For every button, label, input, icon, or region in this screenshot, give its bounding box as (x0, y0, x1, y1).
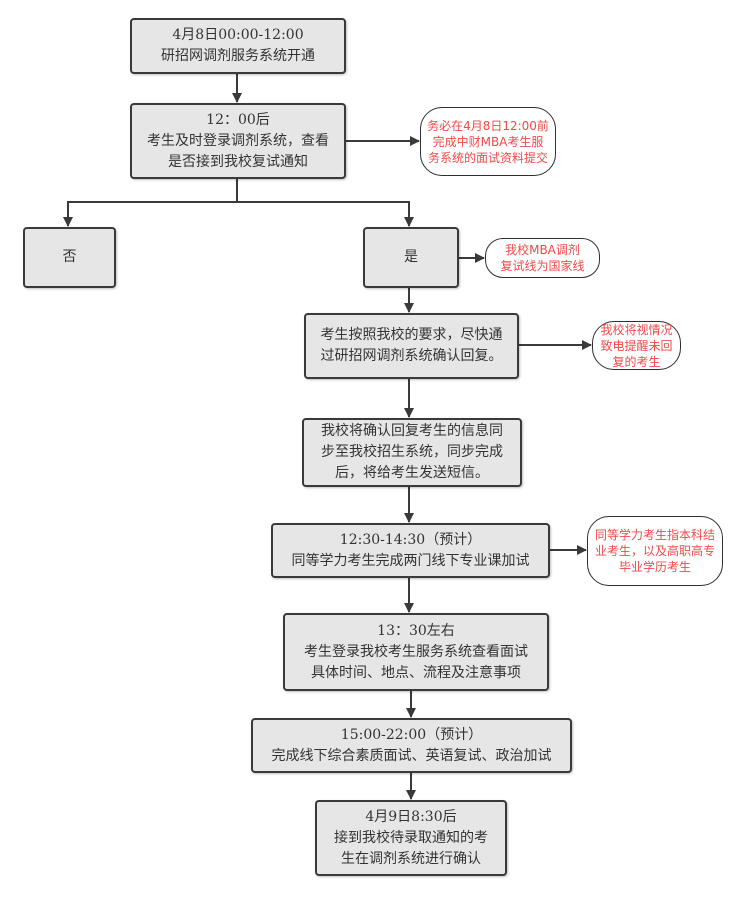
branch-label: 是 (404, 249, 418, 265)
step-line: 步至我校招生系统，同步完成 (321, 444, 503, 460)
note-line: 毕业学历考生 (618, 560, 691, 574)
step-line: 接到我校待录取通知的考 (334, 829, 488, 846)
step-line: 考生及时登录调剂系统，查看 (147, 132, 329, 149)
note-reminder: 我校将视情况 致电提醒未回 复的考生 (592, 321, 681, 370)
step-line: 生在调剂系统进行确认 (341, 850, 481, 867)
step-view-interview: 13：30左右 考生登录我校考生服务系统查看面试 具体时间、地点、流程及注意事项 (283, 613, 549, 691)
branch-yes: 是 (363, 227, 459, 288)
step-line: 同等学力考生完成两门线下专业课加试 (291, 552, 530, 569)
branch-label: 否 (62, 249, 77, 265)
note-equivalent: 同等学力考生指本科结 业考生，以及高职高专 毕业学历考生 (587, 516, 723, 586)
branch-no: 否 (23, 227, 116, 288)
step-line: 4月8日00:00-12:00 (172, 27, 304, 43)
arrow-step2-yes (237, 201, 414, 227)
note-line: 务必在4月8日12:00前 (427, 118, 549, 133)
step-line: 研招网调剂服务系统开通 (161, 48, 315, 64)
step-line: 15:00-22:00（预计） (340, 726, 483, 743)
step-line: 具体时间、地点、流程及注意事项 (311, 664, 521, 681)
note-line: 完成中财MBA考生服 (432, 134, 544, 149)
note-line: 我校将视情况 (600, 322, 673, 337)
note-line: 业考生，以及高职高专 (594, 544, 715, 558)
step-sync-sms: 我校将确认回复考生的信息同 步至我校招生系统，同步完成 后，将给考生发送短信。 (302, 418, 522, 487)
step-offline-interview: 15:00-22:00（预计） 完成线下综合素质面试、英语复试、政治加试 (251, 718, 572, 773)
step-equivalent-exam: 12:30-14:30（预计） 同等学力考生完成两门线下专业课加试 (271, 523, 550, 578)
note-line: 我校MBA调剂 (505, 243, 580, 257)
step-line: 13：30左右 (377, 622, 455, 639)
step-line: 12：00后 (206, 111, 270, 128)
step-line: 我校将确认回复考生的信息同 (321, 423, 503, 439)
step-confirm-reply: 考生按照我校的要求，尽快通 过研招网调剂系统确认回复。 (304, 313, 519, 379)
note-line: 复试线为国家线 (500, 259, 585, 273)
note-line: 同等学力考生指本科结 (594, 528, 715, 542)
step-line: 是否接到我校复试通知 (168, 153, 308, 170)
step-line: 12:30-14:30（预计） (339, 531, 482, 548)
step-line: 后，将给考生发送短信。 (335, 465, 489, 481)
step-line: 完成线下综合素质面试、英语复试、政治加试 (271, 747, 552, 764)
arrow-step2-no (63, 178, 238, 227)
step-line: 考生按照我校的要求，尽快通 (320, 327, 503, 343)
note-deadline: 务必在4月8日12:00前 完成中财MBA考生服 务系统的面试资料提交 (420, 107, 556, 176)
note-line: 复的考生 (612, 354, 661, 369)
step-line: 考生登录我校考生服务系统查看面试 (304, 643, 528, 660)
note-line: 务系统的面试资料提交 (427, 150, 548, 165)
step-line: 过研招网调剂系统确认回复。 (320, 348, 503, 364)
note-score-line: 我校MBA调剂 复试线为国家线 (485, 238, 600, 278)
step-check-notice: 12：00后 考生及时登录调剂系统，查看 是否接到我校复试通知 (130, 103, 346, 179)
note-line: 致电提醒未回 (600, 338, 673, 353)
step-admission-confirm: 4月9日8:30后 接到我校待录取通知的考 生在调剂系统进行确认 (315, 800, 507, 876)
step-service-open: 4月8日00:00-12:00 研招网调剂服务系统开通 (130, 18, 346, 74)
step-line: 4月9日8:30后 (365, 808, 457, 825)
